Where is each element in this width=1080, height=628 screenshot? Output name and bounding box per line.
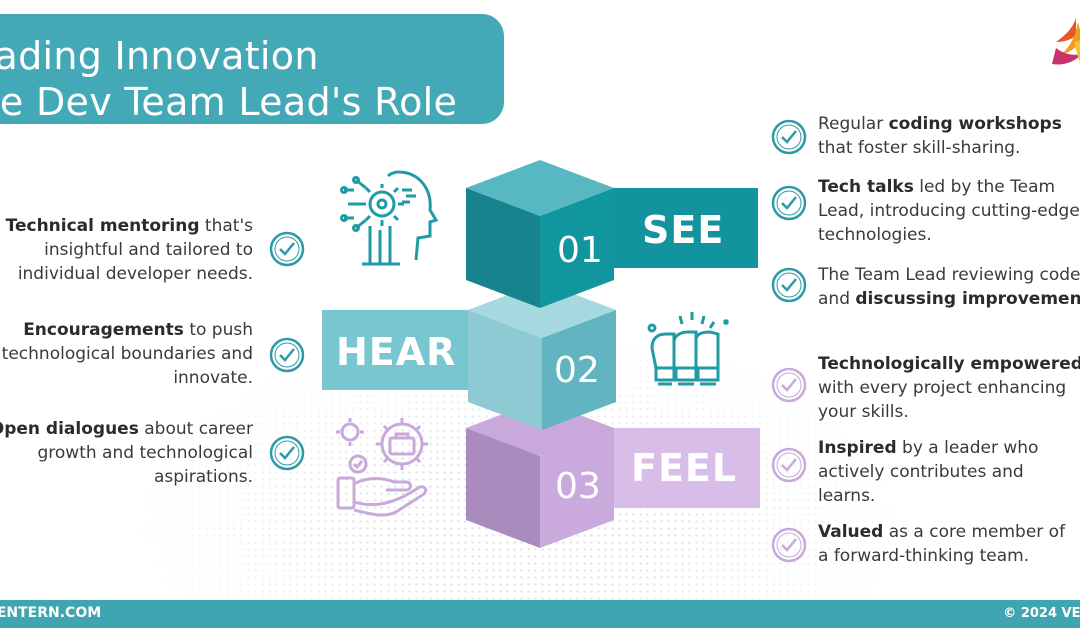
- feel-item-1: Technologically empowered, with every pr…: [818, 354, 1080, 422]
- ai-brain-icon: [340, 170, 439, 266]
- step-label-see: SEE: [642, 208, 725, 252]
- hand-with-gears-icon: [336, 418, 428, 517]
- check-circle-icon: [269, 337, 305, 373]
- title-line-1: Leading Innovation: [0, 34, 319, 78]
- title-banner: Leading Innovation The Dev Team Lead's R…: [0, 14, 504, 124]
- see-item-2: Tech talks led by the Team Lead, introdu…: [818, 177, 1080, 245]
- hear-item-2: Encouragements to push technological bou…: [1, 320, 253, 388]
- step-label-hear: HEAR: [336, 330, 457, 374]
- check-circle-icon: [771, 527, 807, 563]
- footer-copyright: © 2024 VENTERN: [1003, 606, 1080, 621]
- step-number-03: 03: [555, 466, 601, 507]
- check-circle-icon: [771, 119, 807, 155]
- title-line-2: The Dev Team Lead's Role: [0, 80, 458, 124]
- check-circle-icon: [771, 267, 807, 303]
- see-item-1: Regular coding workshops that foster ski…: [818, 114, 1062, 158]
- check-circle-icon: [269, 435, 305, 471]
- check-circle-icon: [771, 185, 807, 221]
- feel-item-3: Valued as a core member of a forward-thi…: [818, 522, 1066, 566]
- check-circle-icon: [269, 231, 305, 267]
- hear-item-1: Technical mentoring that's insightful an…: [5, 216, 253, 284]
- footer-website-link[interactable]: VENTERN.COM: [0, 605, 102, 621]
- footer-bar: VENTERN.COM © 2024 VENTERN: [0, 600, 1080, 628]
- check-circle-icon: [771, 447, 807, 483]
- feel-item-2: Inspired by a leader who actively contri…: [818, 438, 1039, 506]
- logo-flame-icon: [1052, 18, 1080, 65]
- step-number-02: 02: [554, 350, 600, 391]
- step-number-01: 01: [557, 230, 603, 271]
- see-item-3: The Team Lead reviewing code and discuss…: [818, 265, 1080, 309]
- step-label-feel: FEEL: [631, 446, 738, 490]
- clapping-hands-icon: [647, 312, 730, 386]
- check-circle-icon: [771, 367, 807, 403]
- hear-item-3: Open dialogues about career growth and t…: [0, 419, 253, 487]
- step-blocks-diagram: [322, 160, 760, 548]
